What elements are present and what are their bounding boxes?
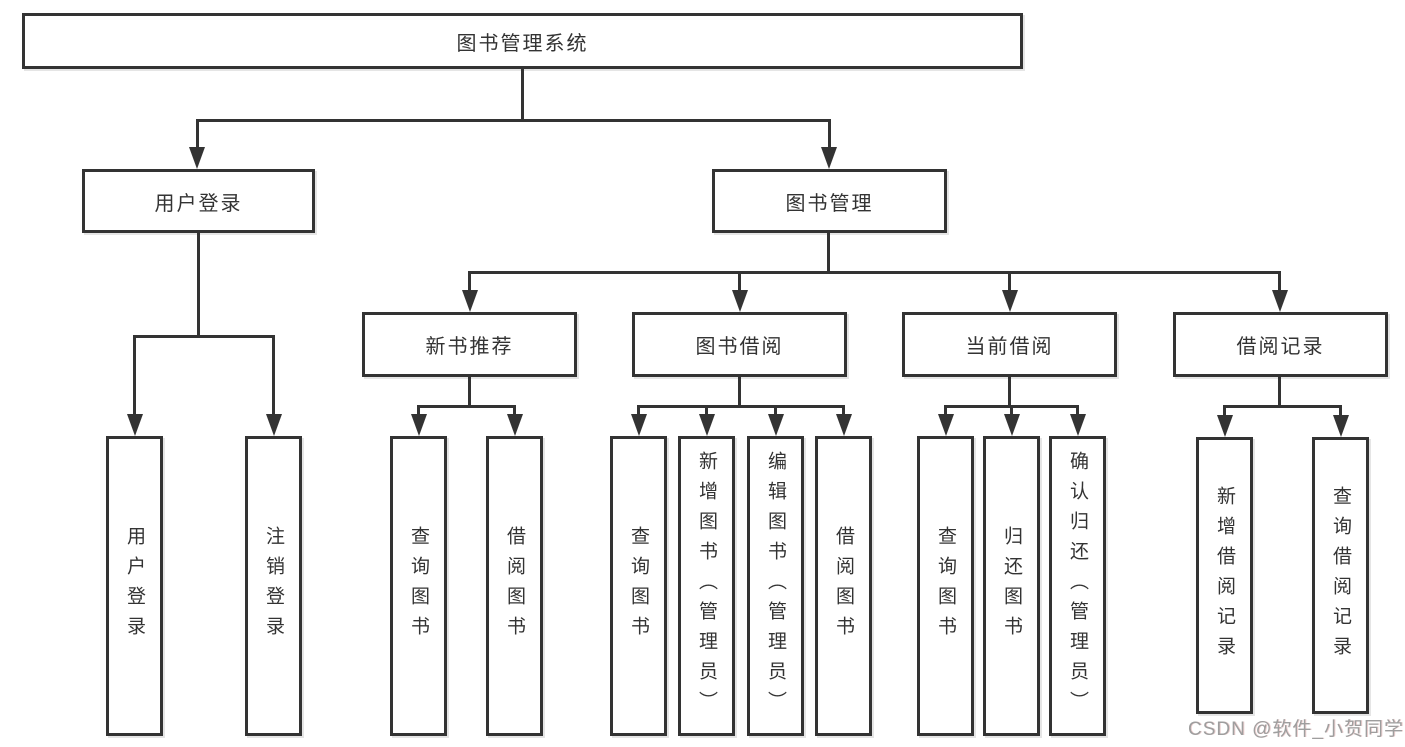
node-label: 用户登录	[124, 526, 145, 646]
leaf-query-books-recommend: 查询图书	[390, 436, 447, 736]
arrowhead-down-icon	[699, 414, 715, 436]
node-label: 新书推荐	[425, 336, 514, 358]
connector-vline	[828, 119, 831, 147]
node-label: 图书管理系统	[456, 32, 589, 55]
connector-vline	[468, 271, 471, 290]
connector-vline	[637, 405, 640, 414]
node-user-login: 用户登录	[82, 169, 315, 233]
connector-vline	[196, 119, 199, 147]
node-label: 图书管理	[785, 192, 874, 215]
node-label: 新增图书（管理员）	[696, 451, 717, 721]
watermark: CSDN @软件_小贺同学	[1188, 719, 1404, 740]
connector-vline	[842, 405, 845, 414]
leaf-confirm-return-admin: 确认归还（管理员）	[1049, 436, 1106, 736]
node-label: 注销登录	[263, 526, 284, 646]
connector-hline	[133, 335, 275, 338]
node-root: 图书管理系统	[22, 13, 1023, 69]
leaf-borrow-books-borrow: 借阅图书	[815, 436, 872, 736]
arrowhead-down-icon	[411, 414, 427, 436]
connector-hline	[196, 119, 831, 122]
connector-vline	[1339, 405, 1342, 415]
connector-hline	[1223, 405, 1342, 408]
node-label: 查询图书	[408, 526, 429, 646]
node-label: 新增借阅记录	[1214, 485, 1235, 666]
leaf-logout: 注销登录	[245, 436, 302, 736]
connector-vline	[705, 405, 708, 414]
node-label: 借阅图书	[504, 526, 525, 646]
node-label: 查询借阅记录	[1330, 485, 1351, 666]
leaf-add-book-admin: 新增图书（管理员）	[678, 436, 735, 736]
arrowhead-down-icon	[836, 414, 852, 436]
arrowhead-down-icon	[1217, 415, 1233, 437]
leaf-add-borrow-record: 新增借阅记录	[1196, 437, 1253, 714]
leaf-return-book: 归还图书	[983, 436, 1040, 736]
arrowhead-down-icon	[1002, 290, 1018, 312]
node-label: 归还图书	[1001, 526, 1022, 646]
connector-vline	[1010, 405, 1013, 414]
arrowhead-down-icon	[732, 290, 748, 312]
node-label: 用户登录	[154, 192, 243, 215]
leaf-user-login: 用户登录	[106, 436, 163, 736]
connector-vline	[1278, 377, 1281, 405]
leaf-query-books-current: 查询图书	[917, 436, 974, 736]
connector-vline	[1278, 271, 1281, 290]
node-label: 确认归还（管理员）	[1067, 451, 1088, 721]
arrowhead-down-icon	[1070, 414, 1086, 436]
node-current-borrow: 当前借阅	[902, 312, 1117, 377]
node-book-borrow: 图书借阅	[632, 312, 847, 377]
connector-vline	[513, 405, 516, 414]
node-new-book-recommend: 新书推荐	[362, 312, 577, 377]
connector-hline	[637, 405, 845, 408]
connector-vline	[521, 69, 524, 119]
connector-hline	[417, 405, 516, 408]
node-borrow-records: 借阅记录	[1173, 312, 1388, 377]
arrowhead-down-icon	[938, 414, 954, 436]
leaf-query-borrow-record: 查询借阅记录	[1312, 437, 1369, 714]
arrowhead-down-icon	[189, 147, 205, 169]
connector-vline	[738, 271, 741, 290]
connector-vline	[197, 233, 200, 335]
connector-vline	[738, 377, 741, 405]
node-label: 借阅记录	[1236, 336, 1325, 358]
arrowhead-down-icon	[127, 414, 143, 436]
arrowhead-down-icon	[768, 414, 784, 436]
leaf-query-books-borrow: 查询图书	[610, 436, 667, 736]
connector-hline	[468, 271, 1281, 274]
connector-vline	[1223, 405, 1226, 415]
node-label: 借阅图书	[833, 526, 854, 646]
connector-vline	[468, 377, 471, 405]
leaf-borrow-books-recommend: 借阅图书	[486, 436, 543, 736]
node-book-management: 图书管理	[712, 169, 947, 233]
node-label: 查询图书	[935, 526, 956, 646]
arrowhead-down-icon	[462, 290, 478, 312]
connector-vline	[944, 405, 947, 414]
node-label: 查询图书	[628, 526, 649, 646]
connector-vline	[417, 405, 420, 414]
node-label: 编辑图书（管理员）	[765, 451, 786, 721]
connector-vline	[133, 335, 136, 414]
connector-vline	[774, 405, 777, 414]
leaf-edit-book-admin: 编辑图书（管理员）	[747, 436, 804, 736]
arrowhead-down-icon	[821, 147, 837, 169]
arrowhead-down-icon	[266, 414, 282, 436]
arrowhead-down-icon	[507, 414, 523, 436]
arrowhead-down-icon	[1333, 415, 1349, 437]
arrowhead-down-icon	[1272, 290, 1288, 312]
connector-vline	[1008, 271, 1011, 290]
connector-vline	[827, 233, 830, 271]
connector-vline	[1076, 405, 1079, 414]
connector-vline	[272, 335, 275, 414]
arrowhead-down-icon	[631, 414, 647, 436]
node-label: 当前借阅	[965, 336, 1054, 358]
arrowhead-down-icon	[1004, 414, 1020, 436]
node-label: 图书借阅	[695, 336, 784, 358]
connector-vline	[1008, 377, 1011, 405]
